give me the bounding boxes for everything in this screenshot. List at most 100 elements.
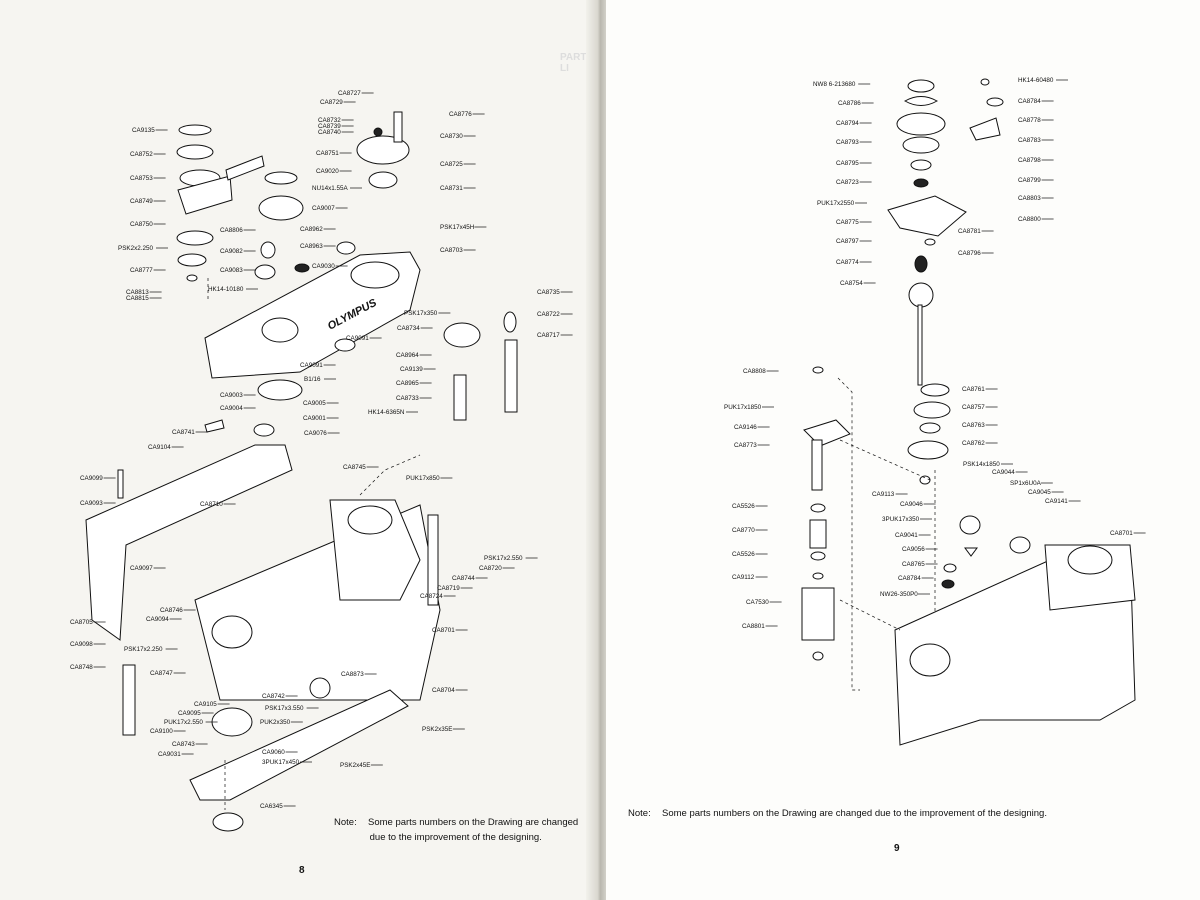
washer-part [986,97,1004,107]
gear-part [914,255,928,273]
left-part-label: CA8745 [343,464,366,471]
right-part-label: CA8775 [836,219,859,226]
left-part-label: PSK17x3.550 [265,705,304,712]
right-part-label: CA9045 [1028,489,1051,496]
clip-part [204,419,225,433]
cam-part [908,282,934,308]
left-part-label: CA8813 [126,289,149,296]
right-part-label: CA8808 [743,368,766,375]
lever-part [969,117,1001,141]
pin-part [117,469,124,499]
left-part-label: NU14x1.55A [312,185,349,192]
left-part-label: CA6345 [260,803,283,810]
right-part-label: CA8800 [1018,216,1041,223]
left-part-label: CA9094 [146,616,169,623]
gear-part [941,579,955,589]
left-part-label: CA8964 [396,352,419,359]
viewfinder-window [261,317,299,343]
mechanism-plate [887,195,967,237]
left-part-label: CA8722 [537,311,560,318]
right-part-label: CA8781 [958,228,981,235]
drawing-note: Note: Some parts numbers on the Drawing … [334,815,578,845]
spring-part [809,519,827,549]
right-part-label: CA8757 [962,404,985,411]
left-part-label: CA8710 [200,501,223,508]
left-part-label: CA8746 [160,607,183,614]
left-part-label: B1/16 [304,376,321,383]
base-gear [211,707,253,737]
ring-part [810,551,826,561]
left-part-label: CA8873 [341,671,364,678]
right-part-label: SP1x6U0A [1010,480,1042,487]
spring-washer [903,96,939,106]
right-part-label: CA8778 [1018,117,1041,124]
screw-part [373,127,383,137]
note-label: Note: [628,808,651,819]
left-part-label: PSK17x45H [440,224,475,231]
ring-part [176,230,214,246]
right-part-label: CA5526 [732,551,755,558]
right-part-label: CA8793 [836,139,859,146]
left-part-label: CA9030 [312,263,335,270]
right-part-label: CA8763 [962,422,985,429]
take-up-spool [909,643,951,677]
right-part-label: CA8803 [1018,195,1041,202]
left-part-label: CA9001 [303,415,326,422]
left-part-label: PSK2x45E [340,762,370,769]
spool-part [801,587,835,641]
left-part-label: CA8776 [449,111,472,118]
part-labels: CA8727CA8729CA8732CA8739CA8740CA8776CA87… [70,90,560,810]
right-part-label: PSK14x1850 [963,461,1000,468]
page-number: 8 [299,865,305,876]
drawing-note: Note: Some parts numbers on the Drawing … [628,806,1047,821]
alignment-line [837,377,860,691]
left-part-label: 3PUK17x450 [262,759,300,766]
left-part-label: CA8743 [172,741,195,748]
left-part-label: CA8741 [172,429,195,436]
top-cover-opening [350,261,400,289]
mount-ring [257,379,303,401]
left-part-label: CA9099 [80,475,103,482]
left-part-label: CA8725 [440,161,463,168]
left-part-label: CA9098 [70,641,93,648]
right-part-label: CA9146 [734,424,757,431]
right-part-label: CA8773 [734,442,757,449]
left-part-label: CA9003 [220,392,243,399]
right-part-label: CA8798 [1018,157,1041,164]
left-part-label: CA9135 [132,127,155,134]
right-part-label: PUK17x2550 [817,200,855,207]
left-part-label: CA8752 [130,151,153,158]
shutter-dial [258,195,304,221]
left-part-label: CA8777 [130,267,153,274]
battery-cover [212,812,244,832]
right-part-label: CA8794 [836,120,859,127]
front-cover [85,444,293,641]
side-bracket [427,514,439,606]
battery-cap [309,677,331,699]
ring-part [812,572,824,580]
left-part-label: CA9007 [312,205,335,212]
right-part-label: NW26-350P0 [880,591,918,598]
note-label: Note: [334,817,357,828]
left-part-label: CA8963 [300,243,323,250]
knob-part [959,515,981,535]
left-part-label: CA9139 [400,366,423,373]
left-part-label: CA9091 [300,362,323,369]
left-part-label: CA9060 [262,749,285,756]
right-part-label: CA9056 [902,546,925,553]
right-part-label: CA8797 [836,238,859,245]
washer-part [913,178,929,188]
right-part-label: CA8799 [1018,177,1041,184]
screw-part [812,366,824,374]
screw-part [919,475,931,485]
plate-part [225,155,265,181]
note-text: Some parts numbers on the Drawing are ch… [662,808,1047,819]
left-part-label: CA8735 [537,289,560,296]
left-part-label: CA9020 [316,168,339,175]
leader-lines [93,92,573,807]
left-part-label: CA9005 [303,400,326,407]
spring-part [943,563,957,573]
